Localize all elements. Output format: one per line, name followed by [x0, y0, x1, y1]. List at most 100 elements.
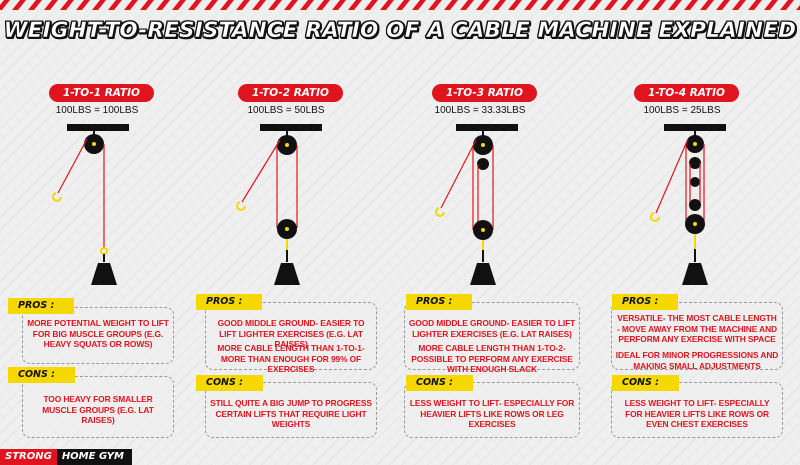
pulley-system-1to1 — [52, 124, 129, 285]
cons-box-1to4 — [611, 382, 783, 438]
stripe — [748, 0, 762, 10]
stripe — [588, 0, 602, 10]
cons-tag: CONS : — [612, 375, 679, 391]
logo-strong-text: STRONG — [0, 449, 57, 465]
cons-text: LESS WEIGHT TO LIFT- ESPECIALLY FOR HEAV… — [409, 398, 575, 429]
stripe — [364, 0, 378, 10]
stripe — [716, 0, 730, 10]
pros-box-1to4 — [611, 302, 783, 370]
cons-tag: CONS : — [196, 375, 263, 391]
ratio-badge-1to1: 1-TO-1 RATIO — [49, 84, 154, 102]
stripe — [508, 0, 522, 10]
ratio-equation-1to1: 100LBS = 100LBS — [55, 105, 139, 116]
stripe — [604, 0, 618, 10]
stripe — [428, 0, 442, 10]
ratio-badge-1to3: 1-TO-3 RATIO — [432, 84, 537, 102]
stripe — [780, 0, 794, 10]
stripe — [76, 0, 90, 10]
stripe — [332, 0, 346, 10]
weight-stack — [91, 263, 117, 285]
stripe — [444, 0, 458, 10]
ratio-equation-1to2: 100LBS = 50LBS — [247, 105, 325, 116]
logo-home-gym-text: HOME GYM — [56, 449, 132, 465]
handle-hook — [52, 192, 62, 202]
pros-text: MORE POTENTIAL WEIGHT TO LIFT FOR BIG MU… — [27, 318, 169, 349]
pros-text: GOOD MIDDLE GROUND- EASIER TO LIFT LIGHT… — [408, 318, 576, 339]
stripe — [620, 0, 634, 10]
cable — [57, 138, 88, 194]
stripe — [204, 0, 218, 10]
stripe — [764, 0, 778, 10]
cons-box-1to2 — [205, 382, 377, 438]
stripe — [684, 0, 698, 10]
cons-box-1to3 — [404, 382, 580, 438]
cons-text: LESS WEIGHT TO LIFT- ESPECIALLY FOR HEAV… — [624, 398, 770, 429]
stripe — [412, 0, 426, 10]
stripe — [492, 0, 506, 10]
stripe — [124, 0, 138, 10]
page-title: WEIGHT-TO-RESISTANCE RATIO OF A CABLE MA… — [3, 18, 797, 43]
stripe — [300, 0, 314, 10]
stripe — [60, 0, 74, 10]
stripe — [636, 0, 650, 10]
ceiling-mount — [67, 124, 129, 131]
stripe — [540, 0, 554, 10]
stripe — [12, 0, 26, 10]
stripe — [572, 0, 586, 10]
stripe — [44, 0, 58, 10]
stripe — [236, 0, 250, 10]
brand-logo: STRONG HOME GYM — [0, 449, 132, 465]
stripe — [284, 0, 298, 10]
cons-tag: CONS : — [8, 367, 75, 383]
stripe — [28, 0, 42, 10]
stripe — [476, 0, 490, 10]
stripe — [0, 0, 10, 10]
pros-text: VERSATILE- THE MOST CABLE LENGTH - MOVE … — [617, 313, 777, 344]
stripe — [140, 0, 154, 10]
pros-box-1to1 — [22, 307, 174, 364]
stripe — [92, 0, 106, 10]
pulley-system-1to3 — [435, 124, 518, 285]
stripe — [652, 0, 666, 10]
ratio-badge-1to4: 1-TO-4 RATIO — [634, 84, 739, 102]
cons-text: TOO HEAVY FOR SMALLER MUSCLE GROUPS (E.G… — [42, 394, 154, 425]
stripe — [796, 5, 800, 10]
pros-box-1to3 — [404, 302, 580, 370]
top-stripe-band — [0, 0, 800, 10]
pulley-system-1to4 — [650, 124, 726, 285]
stripe — [316, 0, 330, 10]
stripe — [524, 0, 538, 10]
pros-tag: PROS : — [612, 294, 679, 310]
pros-text: MORE CABLE LENGTH THAN 1-TO-1- MORE THAN… — [217, 343, 365, 374]
stripe — [556, 0, 570, 10]
stripe — [668, 0, 682, 10]
cons-text: STILL QUITE A BIG JUMP TO PROGRESS CERTA… — [210, 398, 372, 429]
cons-tag: CONS : — [406, 375, 473, 391]
stripe — [268, 0, 282, 10]
stripe — [156, 0, 170, 10]
stripe — [188, 0, 202, 10]
pulley-system-1to2 — [236, 124, 322, 285]
stripe — [252, 0, 266, 10]
stripe — [460, 0, 474, 10]
pros-text: MORE CABLE LENGTH THAN 1-TO-2- POSSIBLE … — [411, 343, 573, 374]
stripe — [396, 0, 410, 10]
pros-text: GOOD MIDDLE GROUND- EASIER TO LIFT LIGHT… — [217, 318, 365, 349]
stripe — [380, 0, 394, 10]
pros-text: IDEAL FOR MINOR PROGRESSIONS AND MAKING … — [615, 350, 779, 371]
stripe — [348, 0, 362, 10]
stripe — [108, 0, 122, 10]
pros-tag: PROS : — [406, 294, 473, 310]
stripe — [700, 0, 714, 10]
stripe — [172, 0, 186, 10]
stripe — [220, 0, 234, 10]
pros-box-1to2 — [205, 302, 377, 370]
cons-box-1to1 — [22, 376, 174, 438]
pros-tag: PROS : — [196, 294, 263, 310]
ratio-badge-1to2: 1-TO-2 RATIO — [238, 84, 343, 102]
ratio-equation-1to3: 100LBS = 33.33LBS — [434, 105, 526, 116]
stripe — [732, 0, 746, 10]
ratio-equation-1to4: 100LBS = 25LBS — [643, 105, 721, 116]
pros-tag: PROS : — [8, 298, 75, 314]
